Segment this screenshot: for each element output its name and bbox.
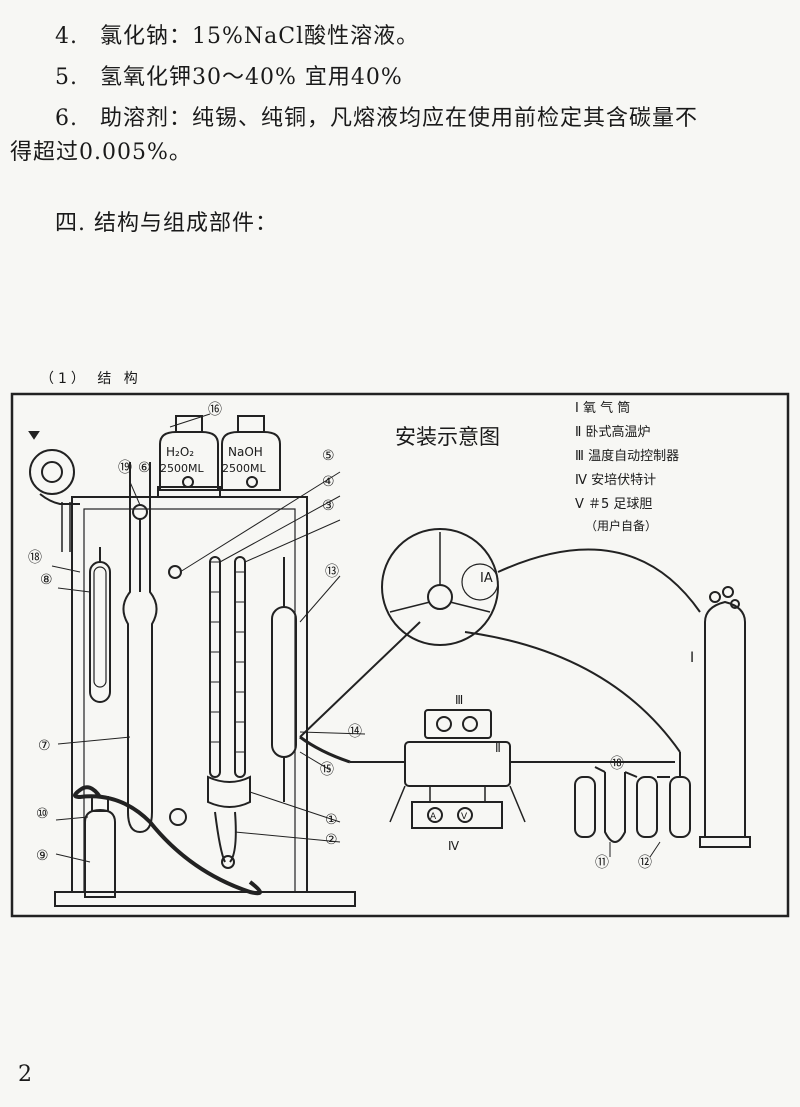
legend-item-1: Ⅰ 氧 气 筒 xyxy=(575,400,630,416)
tube-furnace: Ⅲ Ⅱ A V Ⅳ xyxy=(350,693,570,853)
callout-3: ③ xyxy=(322,498,335,514)
callout-10: ⑩ xyxy=(36,806,49,822)
bottle-naoh: NaOH 2500ML xyxy=(221,415,281,491)
legend-item-6: （用户自备） xyxy=(585,518,657,533)
callout-4: ④ xyxy=(322,474,335,490)
legend-item-5: Ⅴ ＃5 足球胆 xyxy=(575,497,652,512)
legend-item-2: Ⅱ 卧式高温炉 xyxy=(575,424,651,440)
item-number: 5. xyxy=(55,65,78,90)
stopcock xyxy=(169,808,187,826)
item-text: 氯化钠：15%NaCl酸性溶液。 xyxy=(100,24,420,49)
bottle-h2o2-volume: 2500ML xyxy=(160,462,204,475)
installation-diagram: 安装示意图 Ⅰ 氧 气 筒 Ⅱ 卧式高温炉 Ⅲ 温度自动控制器 Ⅳ 安培伏特计 … xyxy=(10,392,790,918)
callout-2: ② xyxy=(325,832,338,848)
text-line-flux: 6. 助溶剂：纯锡、纯铜，凡熔液均应在使用前检定其含碳量不 xyxy=(55,100,698,132)
shelf-top xyxy=(157,486,221,498)
page-number: 2 xyxy=(18,1062,32,1087)
absorption-vessel-left xyxy=(89,547,111,703)
measuring-tube xyxy=(122,462,158,834)
oxygen-cylinder: Ⅰ xyxy=(690,586,751,848)
callout-8: ⑧ xyxy=(40,572,53,588)
callout-6: ⑥ xyxy=(138,460,151,476)
item-number: 4. xyxy=(55,24,78,49)
label-ammeter: A xyxy=(430,812,437,822)
callout-5: ⑤ xyxy=(322,448,335,464)
stand-base xyxy=(54,891,356,907)
item-text: 氢氧化钾30～40% 宜用40% xyxy=(100,65,403,90)
rubber-hose xyxy=(73,785,262,896)
callout-16: ⑯ xyxy=(208,402,222,418)
callout-7: ⑦ xyxy=(38,738,51,754)
legend-item-3: Ⅲ 温度自动控制器 xyxy=(575,448,679,464)
hose-oxygen-bladder xyxy=(497,548,701,613)
legend-item-4: Ⅳ 安培伏特计 xyxy=(575,472,656,488)
callout-14: ⑭ xyxy=(348,724,362,740)
callout-18-left: ⑱ xyxy=(28,550,42,566)
bottle-naoh-volume: 2500ML xyxy=(222,462,266,475)
bottle-h2o2: H₂O₂ 2500ML xyxy=(159,415,219,491)
label-voltmeter: V xyxy=(461,812,468,822)
callout-9: ⑨ xyxy=(36,848,49,864)
text-line-sodium-chloride: 4. 氯化钠：15%NaCl酸性溶液。 xyxy=(55,18,419,50)
label-roman-4: Ⅳ xyxy=(448,839,459,853)
callout-1a: ⅠA xyxy=(480,571,493,586)
callout-18-right: ⑱ xyxy=(610,756,624,772)
callout-12: ⑫ xyxy=(638,855,652,871)
item-number: 6. xyxy=(55,106,78,131)
rubber-bulb xyxy=(28,431,80,552)
u-tube-purifiers xyxy=(570,752,691,843)
text-line-potassium-hydroxide: 5. 氢氧化钾30～40% 宜用40% xyxy=(55,59,403,91)
diagram-title: 安装示意图 xyxy=(395,425,500,449)
bottle-h2o2-formula: H₂O₂ xyxy=(166,445,194,459)
subheading-structure: （1） 结 构 xyxy=(40,371,142,387)
label-roman-3: Ⅲ xyxy=(455,693,463,707)
label-roman-1: Ⅰ xyxy=(690,650,694,666)
callout-19: ⑲ xyxy=(118,460,132,476)
text-line-flux-continued: 得超过0.005%。 xyxy=(10,140,192,165)
callout-labels: ⑯ ⑲ ⑥ ⑤ ④ ③ ⑬ ⑱ ⑧ ⑦ ⑩ ⑨ ① ② ⑭ ⑮ ⑪ ⑫ ⑱ ⅠA xyxy=(28,402,661,871)
bottle-naoh-formula: NaOH xyxy=(228,445,263,459)
callout-11: ⑪ xyxy=(595,855,609,871)
label-roman-2: Ⅱ xyxy=(495,741,501,755)
gas-burettes xyxy=(207,556,251,869)
water-jacket xyxy=(271,557,297,802)
leveling-bottle xyxy=(84,796,116,898)
section-heading: 四. 结构与组成部件： xyxy=(55,211,278,236)
callout-13: ⑬ xyxy=(325,564,339,580)
diagram-frame xyxy=(10,392,790,918)
callout-1: ① xyxy=(325,812,338,828)
hose-furnace xyxy=(299,735,351,764)
item-text: 助溶剂：纯锡、纯铜，凡熔液均应在使用前检定其含碳量不 xyxy=(100,106,699,131)
callout-15: ⑮ xyxy=(320,762,334,778)
football-bladder xyxy=(381,528,499,646)
